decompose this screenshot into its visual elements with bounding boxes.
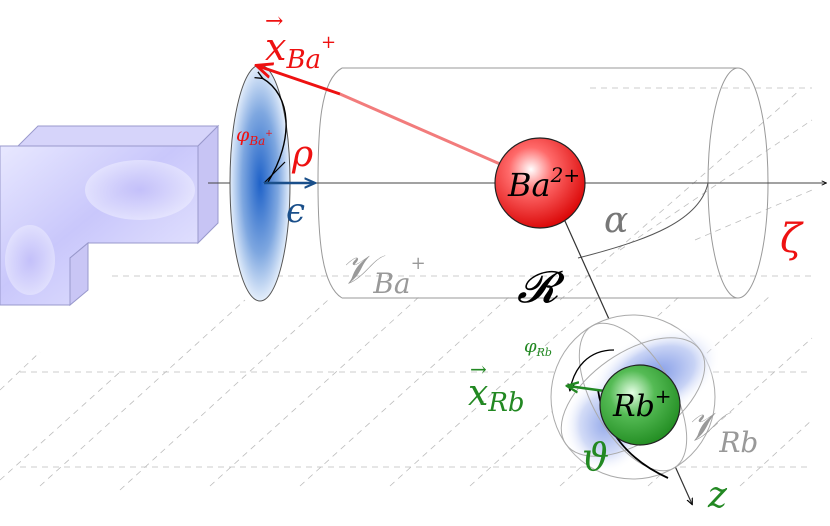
alpha-label: α bbox=[604, 200, 628, 241]
rho-label: ρ bbox=[291, 134, 313, 175]
zeta-label: ζ bbox=[780, 216, 804, 262]
phi-ba-label: φBa+ bbox=[236, 124, 273, 148]
alpha-arc bbox=[577, 182, 709, 259]
ba-ion-ball bbox=[494, 137, 586, 229]
z-label: z bbox=[707, 475, 728, 516]
x-ba-vector-faint bbox=[339, 92, 501, 166]
epsilon-label: ϵ bbox=[286, 191, 305, 231]
rho-line bbox=[263, 161, 286, 184]
x-rb-arrow: → bbox=[470, 357, 487, 381]
x-rb-label: xRb bbox=[468, 373, 525, 418]
phi-rb-label: φRb bbox=[524, 336, 552, 359]
v-ba-label: 𝒱Ba+ bbox=[340, 247, 426, 300]
x-ba-label: xBa+ bbox=[265, 25, 336, 75]
rb-ion-label: Rb+ bbox=[612, 384, 672, 424]
r-label: 𝓡 bbox=[517, 262, 565, 313]
phi-ba-arc bbox=[262, 78, 287, 183]
rb-ion-ball bbox=[599, 364, 681, 446]
v-rb-label: 𝒱Rb bbox=[686, 404, 758, 459]
ion-source-box bbox=[0, 124, 220, 307]
theta-label: ϑ bbox=[582, 435, 609, 479]
x-ba-vector bbox=[258, 66, 341, 96]
dashed-hatching bbox=[0, 87, 813, 491]
ba-ion-label: Ba2+ bbox=[507, 163, 580, 204]
x-ba-arrow: → bbox=[265, 9, 283, 34]
